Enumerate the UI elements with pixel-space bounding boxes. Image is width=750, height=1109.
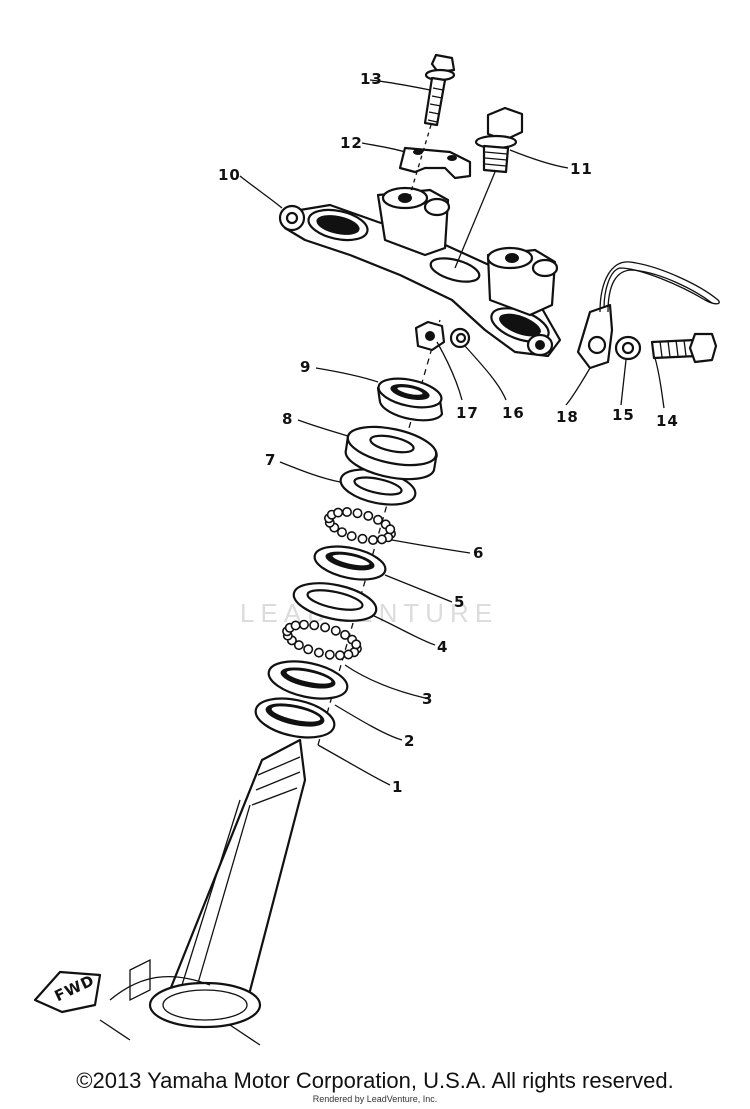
callout-2: 2 [404, 732, 415, 750]
callout-12: 12 [340, 134, 363, 152]
bearing-ball [309, 620, 320, 631]
bearing-ball [341, 506, 352, 517]
part-4-race [292, 582, 378, 622]
bearing-ball [385, 524, 396, 535]
steering-stem [99, 738, 307, 1046]
callout-leaders [239, 79, 665, 786]
callout-1: 1 [392, 778, 403, 796]
bearing-ball [376, 534, 387, 545]
part-14-bolt [650, 332, 718, 364]
bearing-ball [336, 527, 347, 538]
part-8-bearing-cover [344, 425, 438, 481]
callout-10: 10 [218, 166, 241, 184]
bearing-ball [343, 649, 354, 660]
rendered-by-note: Rendered by LeadVenture, Inc. [312, 1094, 438, 1104]
callout-16: 16 [502, 404, 525, 422]
bearing-ball [334, 650, 345, 661]
part-16-washer [449, 327, 471, 349]
bearing-ball [346, 531, 357, 542]
callout-8: 8 [282, 410, 293, 428]
callout-5: 5 [454, 593, 465, 611]
callout-13: 13 [360, 70, 383, 88]
bearing-ball [324, 649, 335, 660]
callout-15: 15 [612, 406, 635, 424]
bearing-ball [367, 534, 378, 545]
part-11-crown-bolt [454, 106, 524, 269]
copyright-notice: ©2013 Yamaha Motor Corporation, U.S.A. A… [76, 1068, 674, 1093]
callout-9: 9 [300, 358, 311, 376]
bearing-ball [363, 510, 374, 521]
callout-11: 11 [570, 160, 593, 178]
bearing-ball [372, 514, 383, 525]
part-1-dust-seal [254, 697, 336, 739]
bearing-ball [357, 533, 368, 544]
bearing-ball [352, 508, 363, 519]
part-9-ring-nut [376, 377, 444, 422]
bearing-ball [290, 620, 301, 631]
callout-6: 6 [473, 544, 484, 562]
bearing-ball [298, 619, 309, 630]
bearing-ball [333, 507, 344, 518]
part-18-cable-guide [576, 261, 720, 370]
part-12-handlebar-holder [398, 146, 472, 180]
callout-labels: 1 2 3 4 5 6 7 8 9 10 11 12 13 14 15 16 1… [218, 70, 679, 796]
fwd-arrow-icon: FWD [33, 970, 102, 1014]
bearing-ball [351, 639, 362, 650]
part-15-washer [614, 335, 642, 361]
callout-7: 7 [265, 451, 276, 469]
bearing-ball [313, 647, 324, 658]
callout-14: 14 [656, 412, 679, 430]
callout-4: 4 [437, 638, 448, 656]
steering-exploded-diagram: LEADVENTURE FWD [33, 53, 720, 1046]
bearing-ball [293, 640, 304, 651]
bearing-ball [330, 625, 341, 636]
bearing-ball [340, 629, 351, 640]
part-3-lower-ball-bearings [282, 619, 362, 661]
callout-18: 18 [556, 408, 579, 426]
part-10-handle-crown [278, 186, 562, 358]
bearing-ball [320, 622, 331, 633]
part-13-bolt [409, 53, 456, 196]
callout-3: 3 [422, 690, 433, 708]
part-5-race [313, 545, 387, 581]
part-6-upper-ball-bearings [323, 506, 396, 545]
part-2-lower-race [267, 660, 349, 700]
callout-17: 17 [456, 404, 479, 422]
bearing-ball [303, 644, 314, 655]
